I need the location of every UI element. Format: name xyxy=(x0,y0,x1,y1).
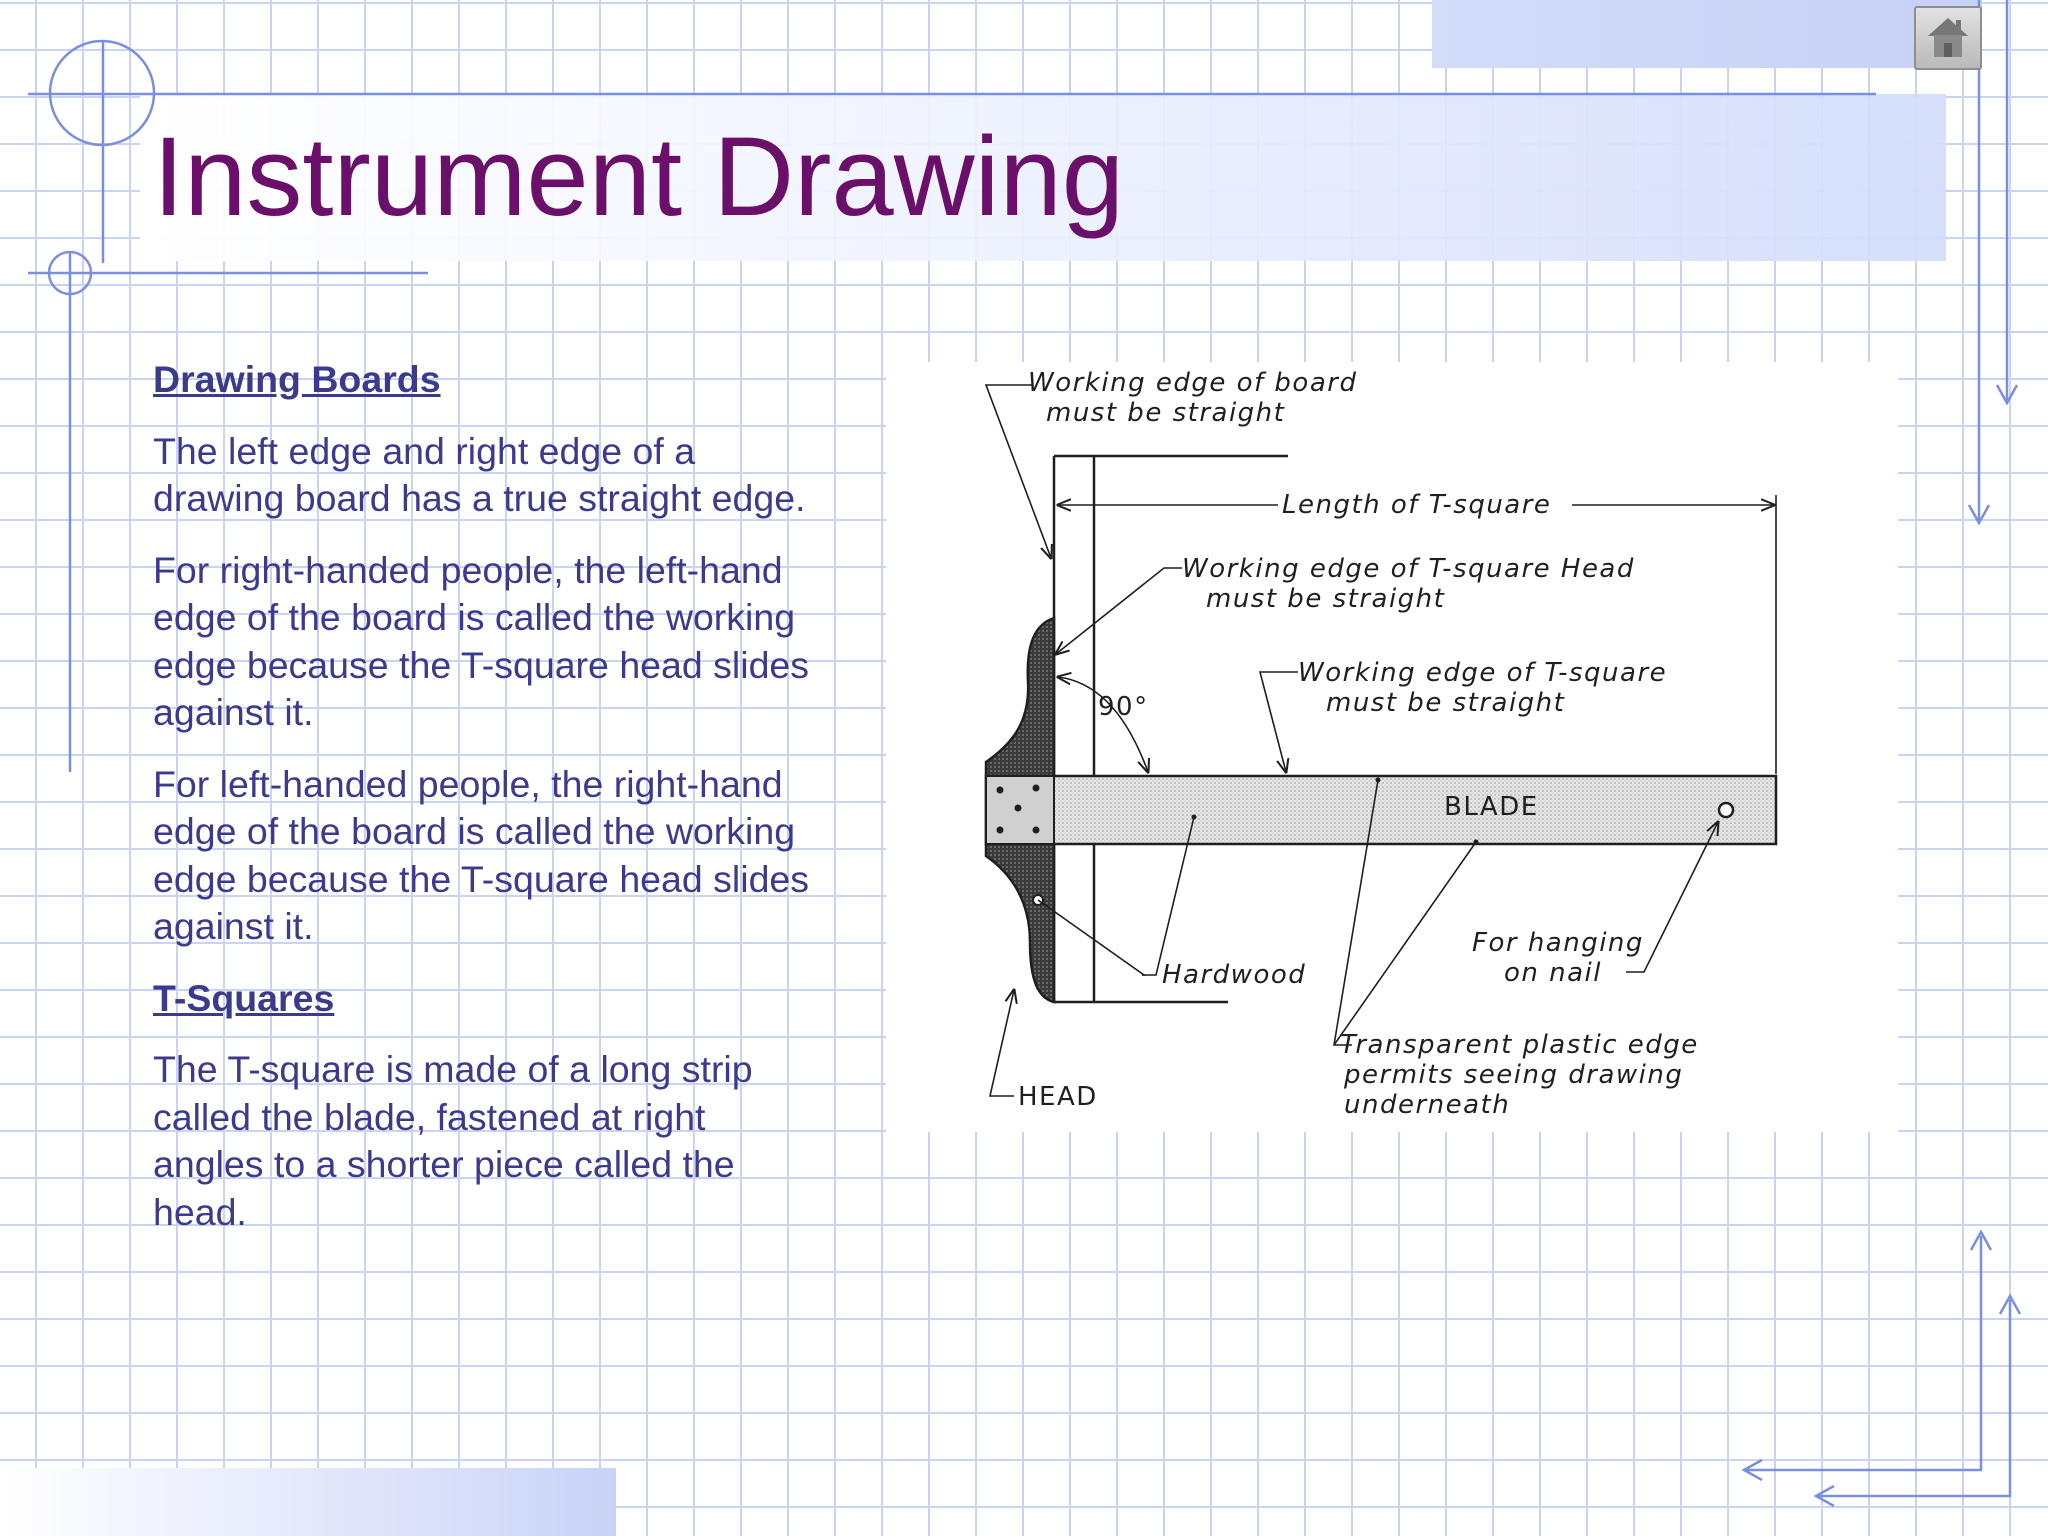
paragraph-left-handed: For left-handed people, the right-hand e… xyxy=(153,762,810,948)
label-hanging-2: on nail xyxy=(1504,958,1603,988)
home-icon xyxy=(1928,18,1968,57)
label-plastic-edge: Transparent plastic edge xyxy=(1340,1030,1699,1060)
label-blade-edge: Working edge of T-square xyxy=(1298,658,1668,688)
home-button[interactable] xyxy=(1914,6,1982,70)
page-title: Instrument Drawing xyxy=(153,114,1125,239)
t-square-diagram: Working edge of board must be straight L… xyxy=(886,362,1898,1132)
body-text: Drawing Boards The left edge and right e… xyxy=(153,356,818,1236)
label-head: HEAD xyxy=(1018,1082,1098,1112)
label-blade-edge-2: must be straight xyxy=(1326,688,1566,718)
title-band xyxy=(140,94,1946,261)
label-board-edge-2: must be straight xyxy=(1046,398,1286,428)
paragraph-board-edges: The left edge and right edge of a drawin… xyxy=(153,429,806,520)
label-hanging: For hanging xyxy=(1472,928,1644,958)
paragraph-t-square: The T-square is made of a long strip cal… xyxy=(153,1048,753,1233)
bottom-accent-band xyxy=(0,1468,616,1536)
label-hardwood: Hardwood xyxy=(1162,960,1307,990)
label-plastic-edge-2: permits seeing drawing xyxy=(1344,1060,1684,1090)
section-heading-t-squares: T-Squares xyxy=(153,976,335,1019)
label-plastic-edge-3: underneath xyxy=(1344,1090,1511,1120)
section-heading-drawing-boards: Drawing Boards xyxy=(153,358,441,400)
label-head-edge-2: must be straight xyxy=(1206,584,1446,614)
label-head-edge: Working edge of T-square Head xyxy=(1182,554,1635,584)
paragraph-right-handed: For right-handed people, the left-hand e… xyxy=(153,548,810,734)
label-blade: BLADE xyxy=(1444,792,1539,822)
label-board-edge: Working edge of board xyxy=(1028,368,1358,398)
top-accent-band xyxy=(1432,0,1982,68)
label-length: Length of T-square xyxy=(1282,490,1552,520)
label-angle: 90° xyxy=(1098,692,1149,722)
t-square-drawing xyxy=(984,384,1778,1097)
